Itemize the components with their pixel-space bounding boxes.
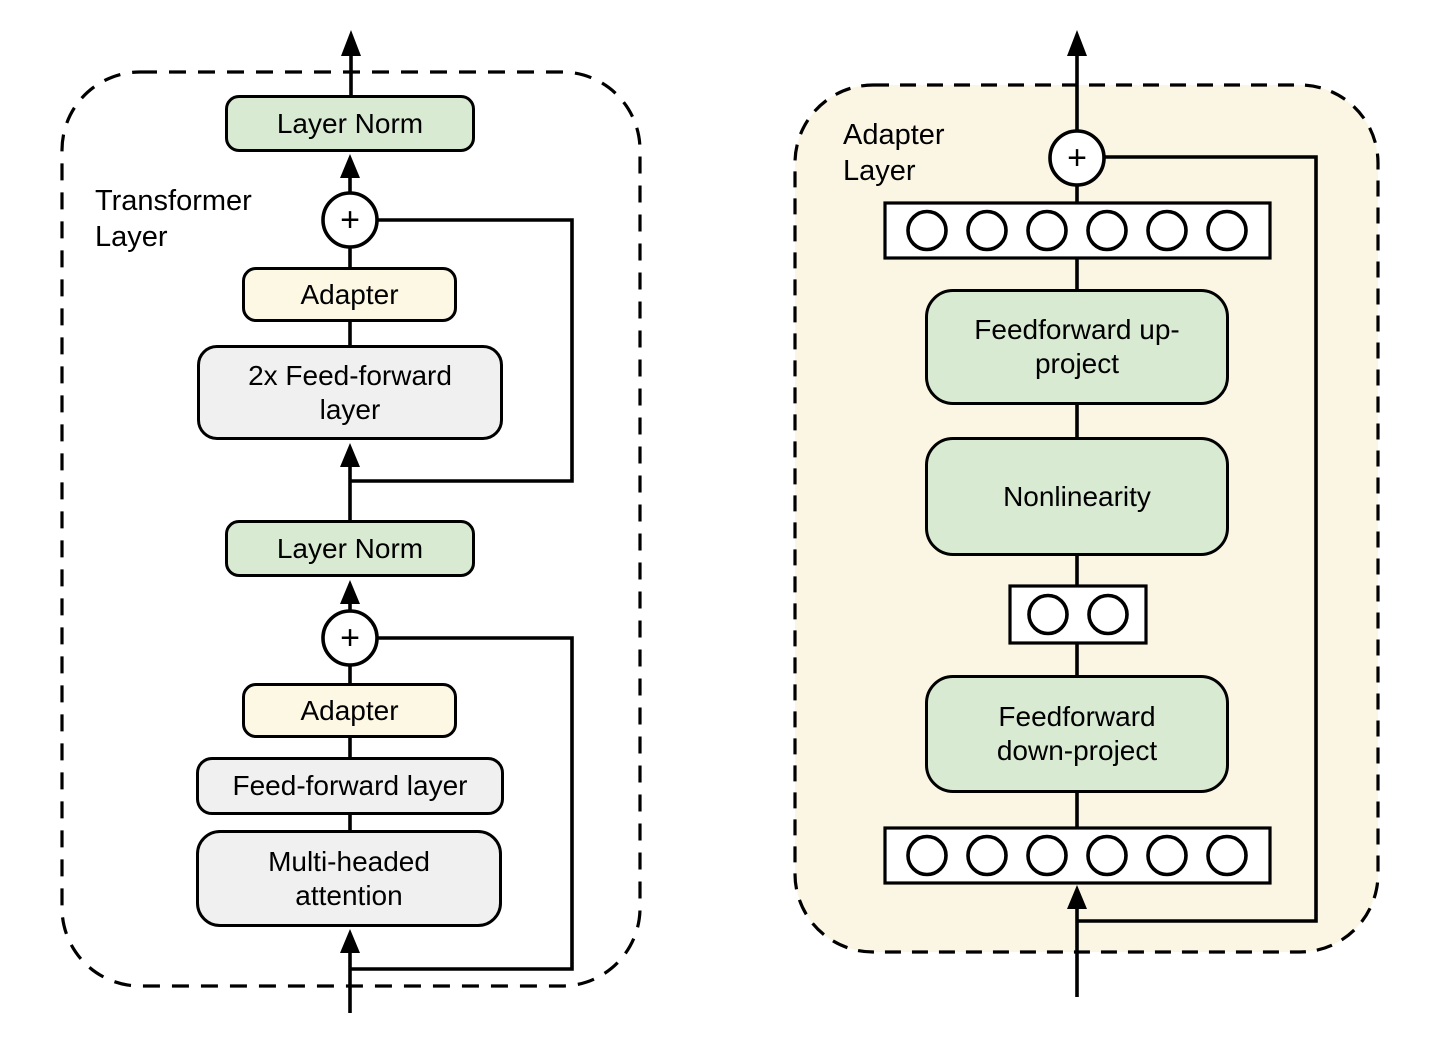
- layer-norm-top-box: Layer Norm: [225, 95, 475, 152]
- adapter-layer-label: Adapter Layer: [843, 119, 945, 187]
- bottom-feature-vector-row: [883, 826, 1272, 885]
- bottom-feature-units: [906, 834, 1248, 877]
- left-layernorm2-arrowhead: [340, 580, 360, 604]
- feed-forward-2x-box: 2x Feed-forward layer: [197, 345, 503, 440]
- multi-headed-attention-box: Multi-headed attention: [196, 830, 502, 927]
- left-plus-bottom-sign: +: [340, 619, 360, 657]
- layer-norm-top-label: Layer Norm: [276, 107, 424, 139]
- left-plus-top-sign: +: [340, 201, 360, 239]
- nonlinearity-label: Nonlinearity: [1003, 480, 1151, 512]
- top-feature-units: [906, 209, 1248, 252]
- adapter-top-box: Adapter: [242, 267, 457, 322]
- layer-norm-bottom-label: Layer Norm: [276, 532, 424, 564]
- right-plus-sign: +: [1067, 139, 1087, 177]
- left-sum-circle-top: [321, 191, 379, 249]
- feedforward-up-project-box: Feedforward up-project: [925, 289, 1229, 405]
- feedforward-up-project-label: Feedforward up-project: [974, 314, 1180, 379]
- multi-headed-attention-label: Multi-headed attention: [268, 845, 430, 911]
- top-feature-vector-row: [883, 201, 1272, 260]
- left-skip-connection-bottom: [350, 636, 574, 971]
- adapter-top-label: Adapter: [300, 278, 399, 310]
- adapter-bottom-box: Adapter: [242, 683, 457, 738]
- arrowheads: [340, 30, 1087, 953]
- adapter-bottom-label: Adapter: [300, 694, 399, 726]
- right-output-arrowhead: [1067, 30, 1087, 56]
- feed-forward-layer-box: Feed-forward layer: [196, 757, 504, 815]
- left-sum-circle-bottom: [321, 609, 379, 667]
- feedforward-down-project-label: Feedforward down-project: [996, 701, 1158, 766]
- connector-lines: [348, 52, 1318, 1013]
- feedforward-down-project-box: Feedforward down-project: [925, 675, 1229, 793]
- right-sum-circle: [1048, 129, 1106, 187]
- bottleneck-units: [1027, 593, 1129, 636]
- left-layernorm1-arrowhead: [340, 154, 360, 178]
- feed-forward-2x-label: 2x Feed-forward layer: [248, 359, 452, 425]
- right-skip-connection: [1077, 155, 1318, 923]
- sum-circles: [321, 129, 1106, 667]
- left-input-arrowhead: [340, 929, 360, 953]
- nonlinearity-box: Nonlinearity: [925, 437, 1229, 556]
- left-skip-connection-top: [350, 218, 574, 483]
- left-ff2x-arrowhead: [340, 443, 360, 467]
- feature-vector-rows: [883, 201, 1272, 885]
- right-input-arrowhead: [1067, 885, 1087, 909]
- layer-norm-bottom-box: Layer Norm: [225, 520, 475, 577]
- transformer-layer-label: Transformer Layer: [95, 185, 252, 253]
- feed-forward-layer-label: Feed-forward layer: [232, 770, 468, 801]
- left-output-arrowhead: [341, 30, 361, 56]
